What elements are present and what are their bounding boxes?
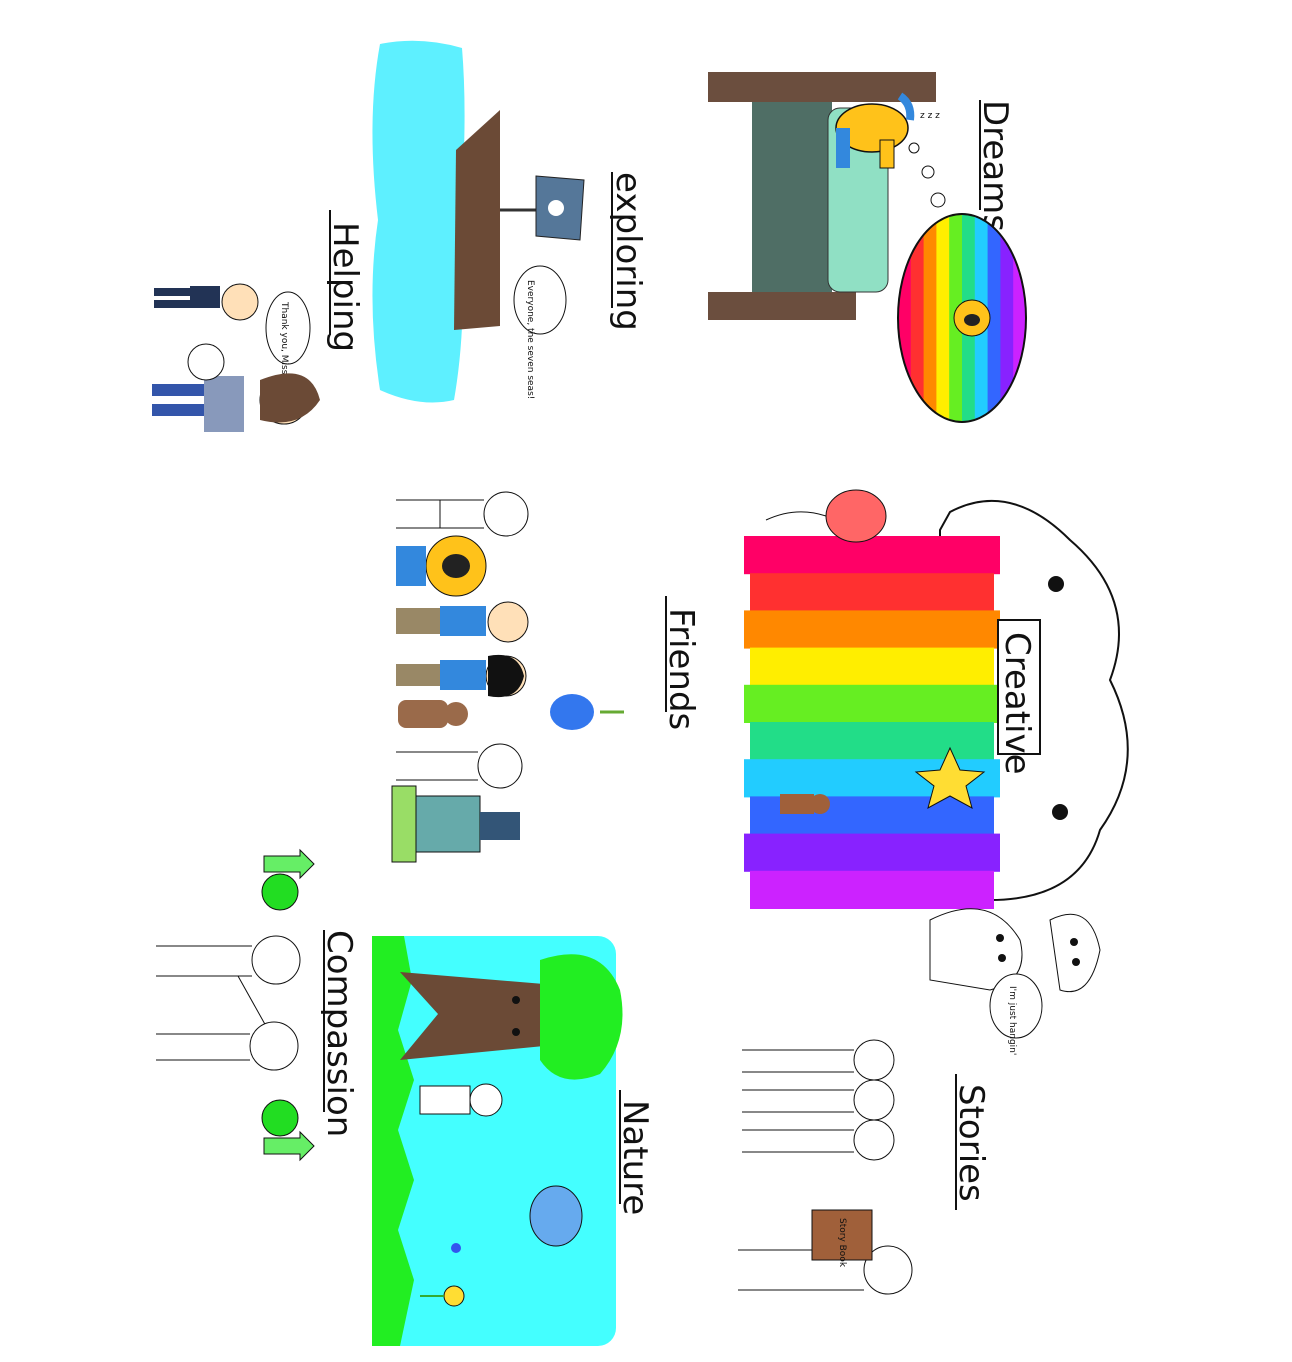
rainbow-stripe: [744, 684, 1000, 723]
hanging-cloud-friend-icon: [929, 908, 1023, 991]
flower-icon: [420, 1285, 465, 1307]
dream-rainbow-cloud: [897, 213, 1027, 423]
arrow-down-icon: [263, 1130, 315, 1162]
water-icon: [372, 40, 465, 403]
rainbow-blanket-icon: [744, 536, 1000, 909]
tree-eye-icon: [512, 996, 520, 1004]
helping-heading: Helping: [325, 222, 365, 352]
creative-scene: Creative I'm just hangin': [744, 489, 1129, 1055]
compassion-heading: Compassion: [319, 930, 359, 1137]
dream-rainbow-band: [1013, 214, 1026, 422]
rainbow-stripe: [744, 536, 1000, 575]
pirate-speech-bubble: [513, 265, 567, 335]
sleeping-child-icon: [835, 92, 915, 169]
friends-scene: Friends: [391, 491, 701, 863]
cloud-eye-icon: [1048, 576, 1064, 592]
headphone-stick-friend-icon: [396, 743, 523, 789]
blue-bird-icon: [529, 1185, 583, 1247]
creative-label-box: [997, 619, 1041, 755]
happy-face-icon: [261, 873, 299, 911]
dream-rainbow-band: [898, 214, 912, 422]
stories-heading: Stories: [951, 1084, 991, 1202]
listener-stick-figure-icon: [742, 1039, 895, 1081]
exploring-heading: exploring: [608, 172, 648, 331]
rainbow-stripe: [750, 647, 994, 686]
arrow-up-icon: [263, 848, 315, 880]
listener-stick-figure-icon: [742, 1079, 895, 1121]
grass-icon: [372, 936, 414, 1346]
girl-icon: [152, 373, 320, 432]
helping-speech-bubble: [265, 291, 311, 365]
creative-speech-text: I'm just hangin': [1007, 986, 1017, 1055]
story-book-text: Story Book: [837, 1218, 847, 1268]
dream-rainbow-band: [936, 214, 951, 422]
comforting-stick-figure-icon: [156, 935, 301, 1045]
girl-friend-icon: [396, 654, 527, 698]
tree-trunk-icon: [400, 972, 544, 1060]
reader-stick-figure-icon: Story Book: [738, 1209, 913, 1295]
creative-speech-bubble: [989, 973, 1043, 1039]
star-character-icon: [914, 746, 986, 810]
cloud-eye-icon: [1052, 804, 1068, 820]
tree-eye-icon: [512, 1028, 520, 1036]
sad-face-icon: [261, 1099, 299, 1137]
balloon-icon: [765, 489, 887, 543]
helping-scene: Helping Thank you, Miss: [152, 210, 365, 432]
robot-friend-icon: [391, 785, 520, 863]
dream-rainbow-band: [987, 214, 1002, 422]
pirate-speech-text: Everyone, the seven seas!: [525, 280, 535, 399]
snore-z-icon: z z z: [920, 111, 940, 121]
helping-speech-text: Thank you, Miss: [279, 301, 289, 375]
rainbow-stripe: [750, 722, 994, 761]
exploring-scene: exploring Everyone, the seven seas!: [372, 40, 648, 403]
boat-icon: [454, 110, 500, 330]
dreams-scene: Dreams z z z: [708, 72, 1027, 423]
compassion-scene: Compassion: [156, 848, 359, 1162]
dream-bubble-medium: [921, 165, 935, 179]
nature-heading: Nature: [615, 1100, 655, 1215]
dream-bubble-small: [908, 142, 920, 154]
creative-heading: Creative: [997, 632, 1037, 775]
yellow-monster-friend-icon: [396, 535, 487, 597]
blue-bird-friend-icon: [550, 694, 624, 730]
rainbow-stripe: [744, 833, 1000, 872]
boy-icon: [154, 283, 259, 321]
stick-friend-icon: [396, 491, 529, 537]
soccer-ball-icon: [187, 343, 225, 381]
sad-stick-figure-icon: [156, 1021, 299, 1071]
tree-leaves-icon: [540, 954, 623, 1080]
friends-heading: Friends: [661, 608, 701, 730]
stories-scene: Stories Story Book: [738, 1039, 991, 1295]
dreams-heading: Dreams: [975, 100, 1015, 232]
dream-rainbow-band: [910, 214, 925, 422]
small-cloud-friend-icon: [1049, 913, 1101, 992]
story-book-icon: [811, 1209, 873, 1261]
rainbow-stripe: [744, 610, 1000, 649]
butterfly-icon: [451, 1243, 461, 1253]
rainbow-stripe: [750, 870, 994, 909]
rainbow-stripe: [750, 573, 994, 612]
teddy-bear-icon: [398, 700, 468, 728]
bunny-icon: [419, 1083, 503, 1117]
dream-bubble-large: [930, 192, 946, 208]
dream-rainbow-band: [923, 214, 938, 422]
skull-icon: [548, 200, 564, 216]
listener-stick-figure-icon: [742, 1119, 895, 1161]
dream-rainbow-band: [1000, 214, 1015, 422]
boy-friend-icon: [396, 601, 529, 643]
gingerbread-man-icon: [780, 794, 830, 814]
nature-scene: Nature: [372, 936, 655, 1346]
